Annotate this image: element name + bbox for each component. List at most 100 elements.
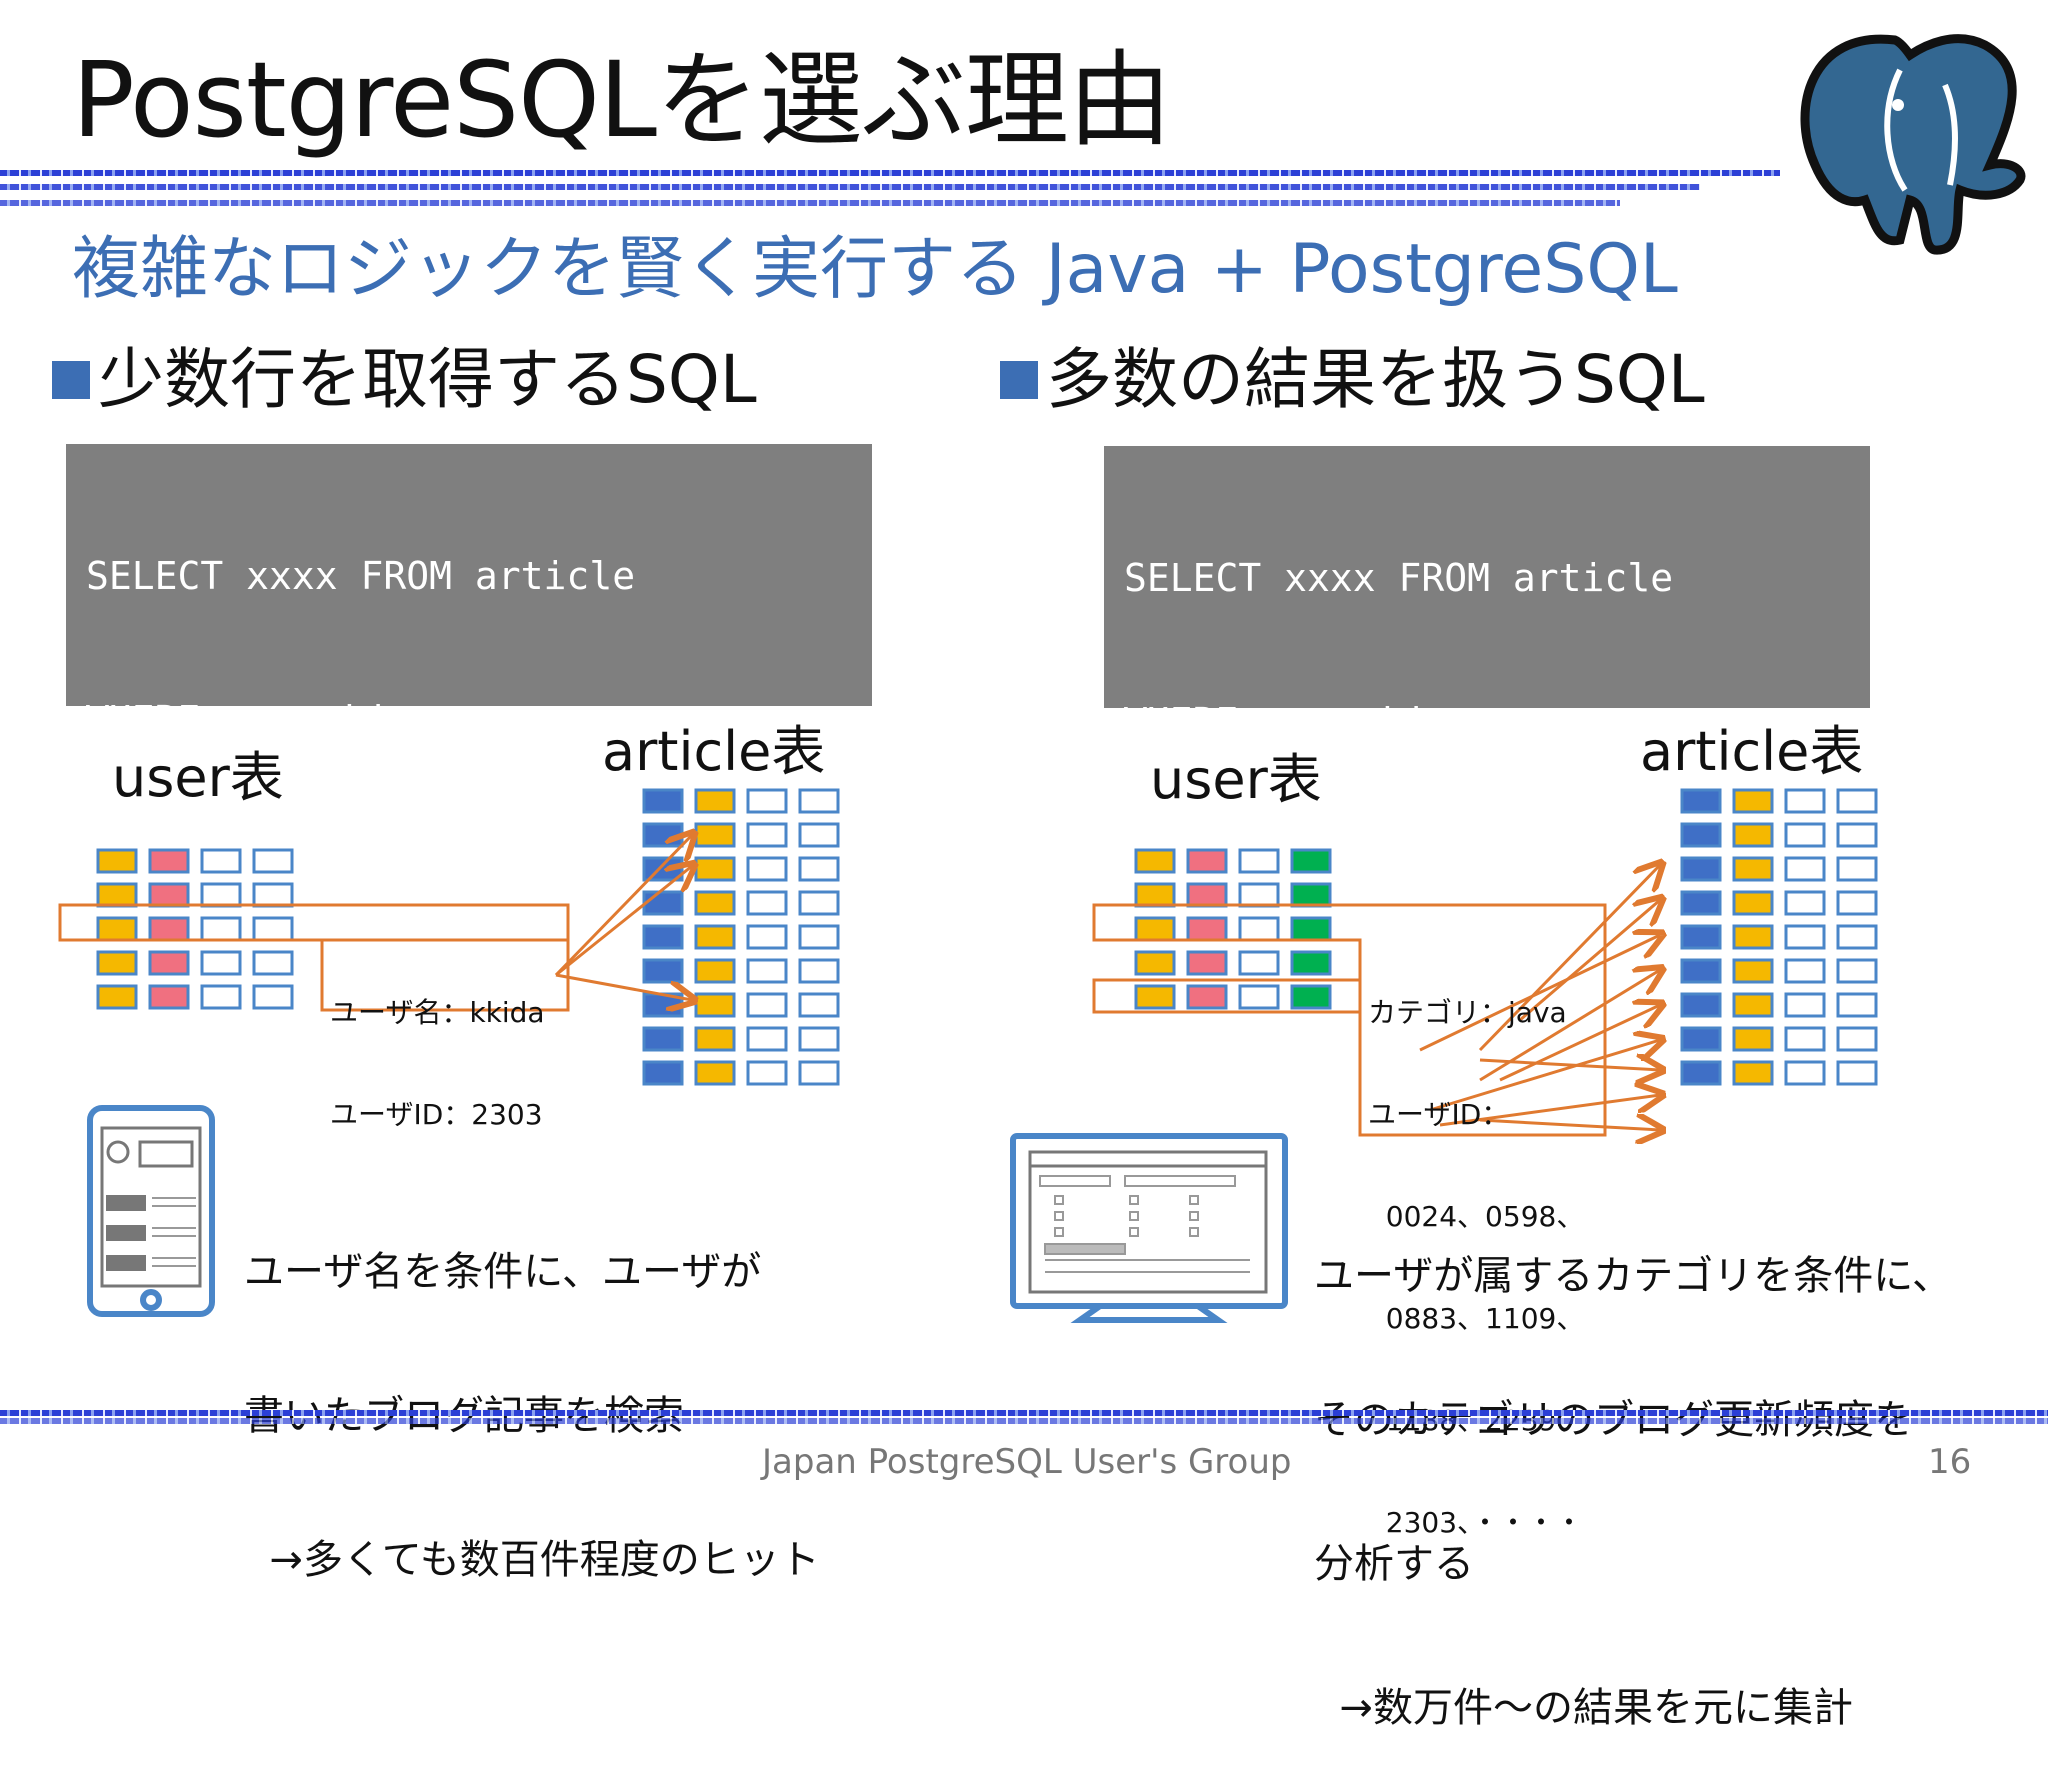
right-heading-text: 多数の結果を扱うSQL xyxy=(1046,341,1705,418)
table-cell xyxy=(1836,1026,1878,1052)
table-cell xyxy=(798,992,840,1018)
table-cell xyxy=(746,1026,788,1052)
table-cell xyxy=(1732,856,1774,882)
right-row-highlight xyxy=(1092,978,1362,1014)
table-cell xyxy=(1134,848,1176,874)
page-number: 16 xyxy=(1928,1442,1972,1482)
table-cell xyxy=(1680,958,1722,984)
table-cell xyxy=(798,788,840,814)
right-article-table xyxy=(1680,788,1878,1086)
table-cell xyxy=(1134,916,1176,942)
table-cell xyxy=(694,890,736,916)
table-cell xyxy=(694,822,736,848)
table-cell xyxy=(694,1060,736,1086)
table-cell xyxy=(1732,822,1774,848)
table-cell xyxy=(642,924,684,950)
table-cell xyxy=(1836,992,1878,1018)
table-cell xyxy=(148,984,190,1010)
left-arrows xyxy=(554,835,692,1000)
left-article-table xyxy=(642,788,840,1086)
note-line: 0883、1109、 xyxy=(1368,1302,1585,1335)
code-line: SELECT xxxx FROM article xyxy=(86,554,636,598)
code-line: WHERE user_id xyxy=(86,698,384,742)
left-article-table-label: article表 xyxy=(602,720,826,783)
table-cell xyxy=(1680,890,1722,916)
table-cell xyxy=(1836,822,1878,848)
note-line: ユーザ名：kkida xyxy=(330,996,545,1029)
left-user-table-label: user表 xyxy=(112,746,284,809)
table-cell xyxy=(1784,992,1826,1018)
table-cell xyxy=(200,950,242,976)
note-line: カテゴリ：java xyxy=(1368,996,1567,1029)
table-cell xyxy=(1732,1026,1774,1052)
table-cell xyxy=(1680,1026,1722,1052)
table-cell xyxy=(642,890,684,916)
table-cell xyxy=(1784,890,1826,916)
table-cell xyxy=(1732,890,1774,916)
table-cell xyxy=(746,958,788,984)
table-cell xyxy=(746,890,788,916)
table-cell xyxy=(694,958,736,984)
table-cell xyxy=(1732,924,1774,950)
table-cell xyxy=(1134,950,1176,976)
table-cell xyxy=(746,822,788,848)
table-cell xyxy=(252,916,294,942)
table-cell xyxy=(1836,856,1878,882)
title-divider-bottom xyxy=(0,200,1620,206)
right-article-table-label: article表 xyxy=(1640,720,1864,783)
table-cell xyxy=(1680,924,1722,950)
table-cell xyxy=(1290,848,1332,874)
title-divider-top xyxy=(0,170,1780,176)
table-cell xyxy=(1290,950,1332,976)
table-cell xyxy=(1836,958,1878,984)
right-user-table xyxy=(1134,848,1332,1010)
left-heading-text: 少数行を取得するSQL xyxy=(98,341,757,418)
table-cell xyxy=(1290,882,1332,908)
right-description: ユーザが属するカテゴリを条件に、 そのカテゴリのブログ更新頻度を 分析する →数… xyxy=(1314,1156,1952,1780)
table-cell xyxy=(200,882,242,908)
desc-line: ユーザが属するカテゴリを条件に、 xyxy=(1314,1253,1952,1299)
code-line: WHERE user_id xyxy=(1124,700,1422,744)
table-cell xyxy=(1290,916,1332,942)
title-divider-middle xyxy=(0,184,1700,190)
table-cell xyxy=(1732,1060,1774,1086)
table-cell xyxy=(1186,950,1228,976)
table-cell xyxy=(746,1060,788,1086)
right-arrows xyxy=(1419,865,1660,1130)
table-cell xyxy=(1836,1060,1878,1086)
table-cell xyxy=(1784,856,1826,882)
code-line: SELECT xxxx FROM article xyxy=(1124,556,1674,600)
table-cell xyxy=(148,848,190,874)
table-cell xyxy=(642,1060,684,1086)
table-cell xyxy=(1784,958,1826,984)
table-cell xyxy=(1134,984,1176,1010)
table-cell xyxy=(694,924,736,950)
table-cell xyxy=(1290,984,1332,1010)
left-note: ユーザ名：kkida ユーザID：2303 xyxy=(330,928,545,1166)
table-cell xyxy=(96,848,138,874)
table-cell xyxy=(1732,992,1774,1018)
table-cell xyxy=(96,882,138,908)
table-cell xyxy=(1238,848,1280,874)
table-cell xyxy=(746,924,788,950)
table-cell xyxy=(1784,1060,1826,1086)
desc-line: 分析する xyxy=(1314,1541,1474,1587)
table-cell xyxy=(1238,950,1280,976)
query-diagram xyxy=(58,788,1878,1323)
right-heading: 多数の結果を扱うSQL xyxy=(1000,340,1705,420)
desc-line: 書いたブログ記事を検索 xyxy=(244,1393,684,1439)
table-cell xyxy=(252,848,294,874)
table-cell xyxy=(746,992,788,1018)
table-cell xyxy=(1186,984,1228,1010)
table-cell xyxy=(148,882,190,908)
table-cell xyxy=(1680,992,1722,1018)
table-cell xyxy=(1238,882,1280,908)
table-cell xyxy=(1186,882,1228,908)
table-cell xyxy=(1680,822,1722,848)
left-user-table xyxy=(96,848,294,1010)
left-description: ユーザ名を条件に、ユーザが 書いたブログ記事を検索 →多くても数百件程度のヒット xyxy=(244,1152,820,1632)
desc-line: →数万件～の結果を元に集計 xyxy=(1314,1685,1853,1731)
note-line: 2303、・・・・ xyxy=(1368,1506,1584,1539)
table-cell xyxy=(200,984,242,1010)
table-cell xyxy=(1784,1026,1826,1052)
